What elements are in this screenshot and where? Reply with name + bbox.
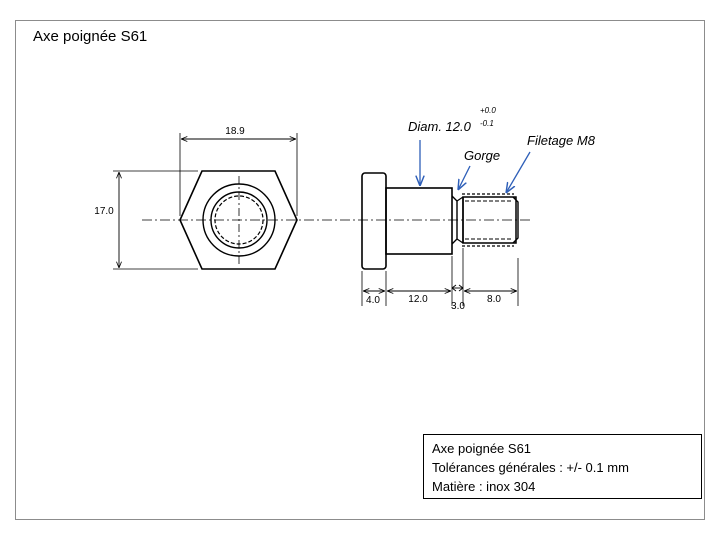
dim-thread-length-label: 8.0 — [487, 294, 501, 305]
title-block-tolerances: Tolérances générales : +/- 0.1 mm — [432, 460, 629, 475]
bottom-dimension-extensions — [361, 248, 519, 306]
hex-end-view — [179, 170, 298, 270]
title-block-material: Matière : inox 304 — [432, 479, 536, 494]
dim-thread-length: 8.0 — [464, 291, 517, 305]
drawing-sheet-frame — [15, 20, 705, 520]
dim-groove-length-label: 3.0 — [451, 301, 465, 312]
dim-groove-length: 3.0 — [451, 284, 465, 312]
sheet-title: Axe poignée S61 — [33, 28, 148, 45]
axle-head — [361, 172, 387, 270]
dim-hex-across-flats-label: 17.0 — [94, 206, 114, 217]
annotation-diameter-label: Diam. 12.0 — [408, 119, 472, 134]
dim-hex-across-flats: 17.0 — [94, 170, 198, 270]
dim-hex-across-corners-label: 18.9 — [225, 126, 245, 137]
annotation-thread-arrow — [506, 151, 531, 193]
title-block-part-name: Axe poignée S61 — [432, 441, 532, 456]
annotation-diameter: Diam. 12.0 +0.0 -0.1 — [408, 106, 496, 186]
axle-groove — [451, 195, 458, 245]
annotation-thread-label: Filetage M8 — [527, 133, 596, 148]
annotation-groove-label: Gorge — [464, 148, 500, 163]
annotation-diameter-tol-upper: +0.0 — [480, 106, 496, 115]
annotation-groove-arrow — [458, 165, 471, 190]
title-block: Axe poignée S61 Tolérances générales : +… — [423, 434, 702, 499]
dim-head-length-label: 4.0 — [366, 295, 380, 306]
hex-outline — [179, 170, 298, 270]
annotation-groove: Gorge — [458, 148, 500, 190]
annotation-thread: Filetage M8 — [506, 133, 596, 193]
dim-head-length: 4.0 — [363, 291, 385, 306]
axle-side-view — [361, 172, 519, 270]
annotation-diameter-tol-lower: -0.1 — [480, 119, 494, 128]
dim-shaft-length-label: 12.0 — [408, 294, 428, 305]
dim-shaft-length: 12.0 — [387, 291, 451, 305]
dim-hex-across-corners: 18.9 — [179, 126, 298, 216]
axle-shaft — [385, 187, 453, 255]
